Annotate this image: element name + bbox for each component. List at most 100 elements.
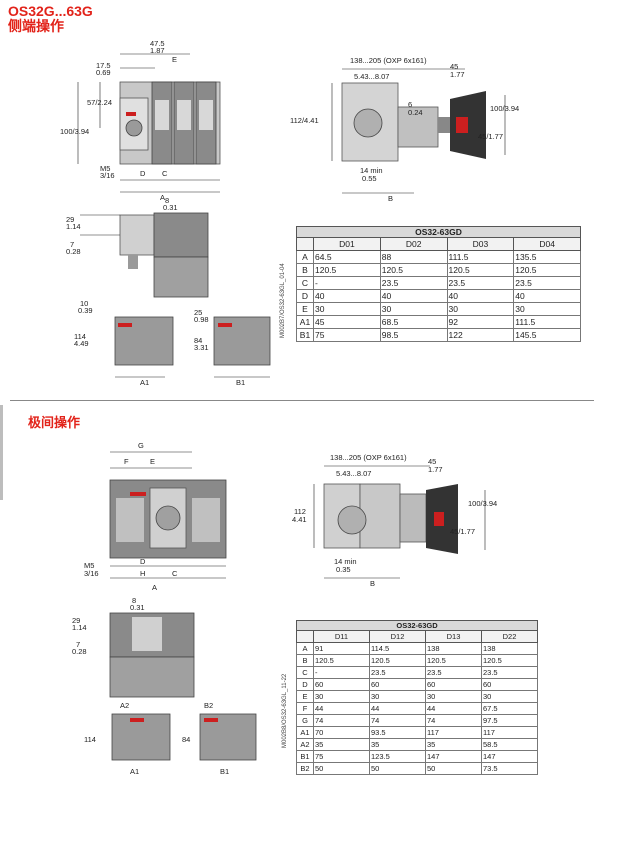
table-cell: 97.5 <box>481 714 538 727</box>
dim-25: 25 <box>194 308 202 317</box>
dim-0-39: 0.39 <box>78 306 93 315</box>
table-cell: 145.5 <box>513 328 581 342</box>
dim-m5-inch: 3/16 <box>100 171 115 180</box>
dim-m5-inch-2: 3/16 <box>84 569 99 578</box>
table-column-header: D13 <box>425 630 482 643</box>
dim-7: 7 <box>70 240 74 249</box>
dim-4-49: 4.49 <box>74 339 89 348</box>
dim-0-31: 0.31 <box>163 203 178 212</box>
dim-1-77-2: 1.77 <box>428 465 443 474</box>
table-cell: 70 <box>313 726 370 739</box>
dim-f: F <box>124 457 129 466</box>
table-cell: 74 <box>313 714 370 727</box>
dim-29: 29 <box>66 215 74 224</box>
table-cell: 30 <box>313 302 381 316</box>
dim-10: 10 <box>80 299 88 308</box>
table-cell: 123.5 <box>369 750 426 763</box>
table-cell: 120.5 <box>313 654 370 667</box>
table-cell: 120.5 <box>425 654 482 667</box>
table-cell: 64.5 <box>313 250 381 264</box>
table-cell: 117 <box>425 726 482 739</box>
dim-0-35: 0.35 <box>336 565 351 574</box>
section1-handle-view-drawing: 138...205 (OXP 6x161) 5.43...8.07 45 1.7… <box>290 56 519 203</box>
table-cell: 30 <box>513 302 581 316</box>
table-cell: - <box>313 666 370 679</box>
table-row-label: E <box>296 690 314 703</box>
table-cell: 147 <box>425 750 482 763</box>
section2-handle-view-drawing: 138...205 (OXP 6x161) 5.43...8.07 45 1.7… <box>292 453 497 588</box>
section1-front-view-drawing: 47.5 1.87 E 17.5 0.69 57/2.24 100/3.94 M… <box>60 40 221 200</box>
table-cell: 114.5 <box>369 642 426 655</box>
dim-6: 6 <box>408 100 412 109</box>
dim-45-2: 45 <box>428 457 436 466</box>
table-column-header: D12 <box>369 630 426 643</box>
section2-table-caption: OS32-63GD <box>296 620 538 630</box>
dim-114: 114 <box>74 332 86 341</box>
table-cell: 58.5 <box>481 738 538 751</box>
table-cell: 40 <box>513 289 581 303</box>
table-cell: 30 <box>369 690 426 703</box>
dim-3-31: 3.31 <box>194 343 209 352</box>
table-cell: 91 <box>313 642 370 655</box>
dim-g: G <box>138 441 144 450</box>
table-cell: 111.5 <box>513 315 581 329</box>
dim-d: D <box>140 169 146 178</box>
dim-1-87: 1.87 <box>150 46 165 55</box>
table-row-label: C <box>296 666 314 679</box>
dim-5-43-2: 5.43...8.07 <box>336 469 371 478</box>
table-row-label: E <box>296 302 314 316</box>
table-cell: 75 <box>313 750 370 763</box>
table-cell: 30 <box>313 690 370 703</box>
dim-5-43: 5.43...8.07 <box>354 72 389 81</box>
table-cell: 23.5 <box>446 276 515 290</box>
table-cell: 30 <box>481 690 538 703</box>
dim-100: 100/3.94 <box>60 127 89 136</box>
dim-45-177: 45/1.77 <box>478 132 503 141</box>
table-row-label: B1 <box>296 750 314 763</box>
table-cell: 30 <box>446 302 515 316</box>
table-row-label: F <box>296 702 314 715</box>
dim-138-205: 138...205 (OXP 6x161) <box>350 56 427 65</box>
dim-m5: M5 <box>100 164 110 173</box>
table-cell: 23.5 <box>513 276 581 290</box>
table-cell: 23.5 <box>481 666 538 679</box>
dim-100-394: 100/3.94 <box>490 104 519 113</box>
table-row-label: B <box>296 654 314 667</box>
table-column-header: D01 <box>313 237 381 251</box>
table-column-header: D04 <box>513 237 581 251</box>
dim-e2: E <box>150 457 155 466</box>
table-column-header: D02 <box>379 237 448 251</box>
table-cell: 74 <box>369 714 426 727</box>
table-row-label: A1 <box>296 726 314 739</box>
dim-0-69: 0.69 <box>96 68 111 77</box>
dim-e: E <box>172 55 177 64</box>
table-row-label: A1 <box>296 315 314 329</box>
left-margin-bar <box>0 405 3 500</box>
table-cell: 138 <box>425 642 482 655</box>
table-cell: 117 <box>481 726 538 739</box>
table-row-label: G <box>296 714 314 727</box>
table-cell: 35 <box>425 738 482 751</box>
table-row-label: A2 <box>296 738 314 751</box>
table-row-label: A <box>296 250 314 264</box>
table-cell: 30 <box>379 302 448 316</box>
table-cell: 30 <box>425 690 482 703</box>
dim-112: 112/4.41 <box>290 116 319 125</box>
section1-title: OS32G...63G 侧端操作 <box>8 4 93 34</box>
table-cell: 138 <box>481 642 538 655</box>
section1-table-caption: OS32-63GD <box>296 226 581 237</box>
table-cell: 120.5 <box>513 263 581 277</box>
table-row-label: B <box>296 263 314 277</box>
dim-17-5: 17.5 <box>96 61 111 70</box>
